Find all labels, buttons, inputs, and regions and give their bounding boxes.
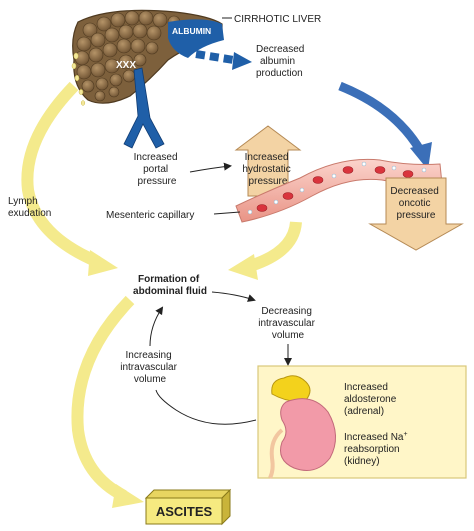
increased-aldosterone-label: Increased aldosterone (adrenal) (344, 382, 399, 417)
increasing-volume-label: Increasing intravascular volume (120, 350, 179, 385)
kidney (280, 398, 336, 471)
decreased-albumin-label: Decreased albumin production (256, 44, 307, 79)
ureter (268, 428, 284, 479)
increasing-to-fluid-arrow (149, 306, 164, 347)
increased-portal-label: Increased portal pressure (134, 152, 181, 187)
formation-label: Formation of abdominal fluid (133, 274, 207, 297)
cirrhotic-liver-label: CIRRHOTIC LIVER (234, 14, 321, 25)
albumin-dashed-arrow (195, 50, 252, 70)
fluid-to-ascites-arrow (71, 295, 144, 508)
ascites-box (144, 488, 232, 526)
lymph-arrow (21, 81, 118, 276)
mesenteric-capillary (235, 158, 443, 223)
box-to-increasing-arrow (155, 389, 257, 425)
albumin-to-oncotic-arrow (338, 81, 432, 170)
albumin-region (168, 19, 224, 58)
albumin-label: ALBUMIN (172, 26, 211, 36)
portal-vein (123, 67, 165, 149)
increased-hydrostatic-label: Increased hydrostatic pressure (242, 152, 293, 187)
increased-na-label: Increased Na+ reabsorption (kidney) (344, 428, 410, 467)
decreased-oncotic-label: Decreased oncotic pressure (390, 186, 441, 221)
ascites-label: ASCITES (156, 504, 213, 519)
fluid-to-decreasing-arrow (211, 291, 256, 302)
lymph-exudation-label: Lymph exudation (8, 196, 51, 219)
decreasing-volume-label: Decreasing intravascular volume (258, 306, 317, 341)
mesenteric-capillary-label: Mesenteric capillary (106, 210, 194, 221)
hydrostatic-arrow (234, 125, 302, 197)
capillary-to-fluid-arrow (228, 221, 302, 280)
oncotic-arrow (368, 177, 464, 251)
blockage-marks: XXX (116, 60, 136, 71)
portal-to-hydrostatic-arrow (189, 162, 232, 173)
mesenteric-leader (213, 211, 241, 215)
kidney-box (257, 365, 467, 479)
